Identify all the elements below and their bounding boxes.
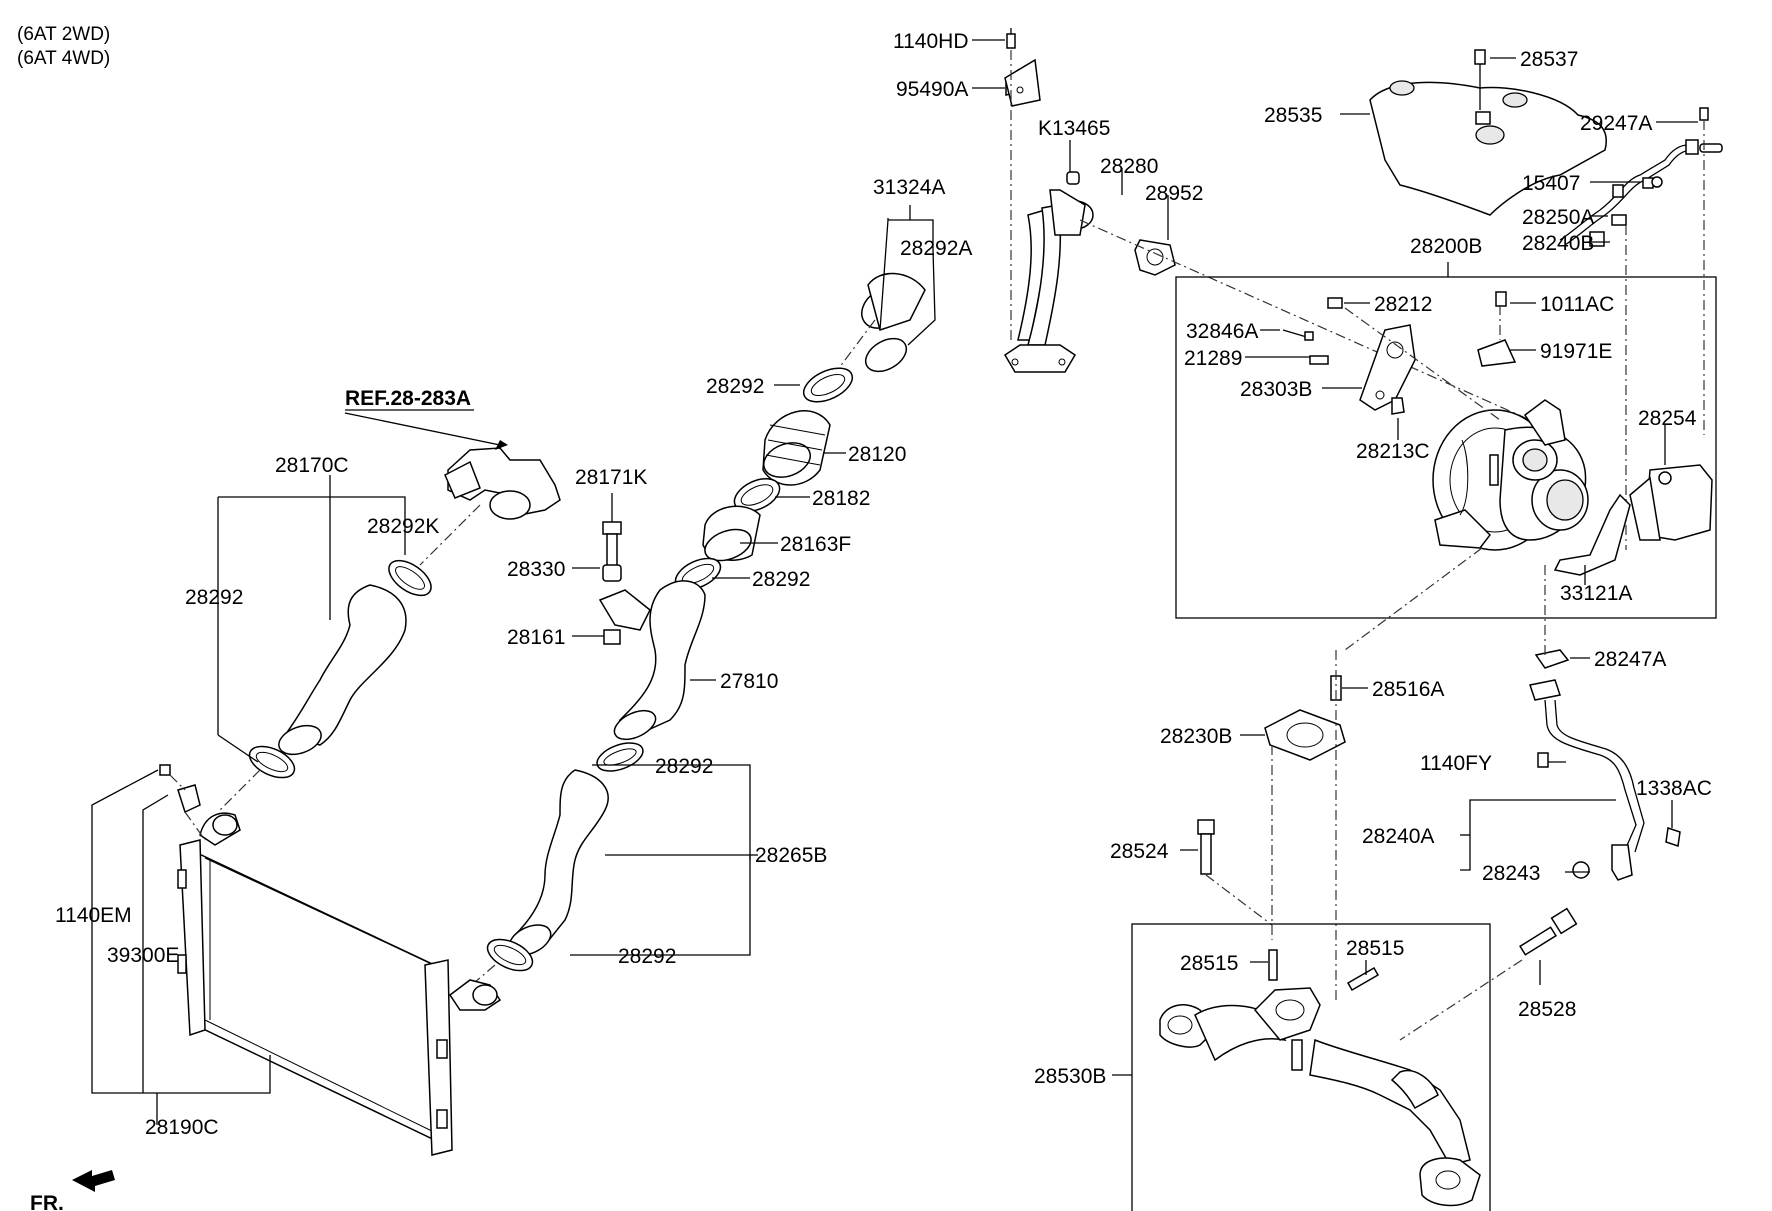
label-28163F: 28163F <box>780 533 851 556</box>
hose-28120 <box>762 410 831 486</box>
label-28530B: 28530B <box>1034 1065 1106 1088</box>
bolt-28524 <box>1197 819 1215 875</box>
label-28171K: 28171K <box>575 466 647 489</box>
label-28952: 28952 <box>1145 182 1203 205</box>
label-28161: 28161 <box>507 626 565 649</box>
throttle-body-ref <box>444 447 561 520</box>
clamp-28292K <box>388 559 432 597</box>
hose-28170C <box>278 584 407 756</box>
label-28524: 28524 <box>1110 840 1169 863</box>
label-31324A: 31324A <box>873 176 945 199</box>
label-28265B: 28265B <box>755 844 827 867</box>
exhaust-pipe-box <box>1131 923 1491 1211</box>
label-28190C: 28190C <box>145 1116 219 1139</box>
egr-pipe-28240A <box>1529 649 1681 881</box>
actuator-28254 <box>1629 464 1713 541</box>
label-28535: 28535 <box>1264 104 1322 127</box>
label-28330: 28330 <box>507 558 565 581</box>
small-hardware-turbo <box>1282 291 1517 415</box>
ref-label: REF.28-283A <box>345 387 471 410</box>
sensor-39300E <box>159 764 201 814</box>
label-29247A: 29247A <box>1580 112 1652 135</box>
label-28170C: 28170C <box>275 454 349 477</box>
front-arrow-icon <box>72 1170 115 1192</box>
label-28292A: 28292A <box>900 237 972 260</box>
label-28292-3: 28292 <box>185 586 243 609</box>
clamp-28292-lower <box>596 742 644 772</box>
label-1140EM: 1140EM <box>55 904 132 927</box>
label-15407: 15407 <box>1522 172 1580 195</box>
label-28243: 28243 <box>1482 862 1540 885</box>
label-33121A: 33121A <box>1560 582 1632 605</box>
hose-31324A-28292A <box>861 272 926 373</box>
bracket-33121A <box>1553 493 1631 576</box>
turbocharger-28200B <box>1432 399 1589 551</box>
label-28516A: 28516A <box>1372 678 1444 701</box>
bracket-28330-28161 <box>598 589 651 645</box>
gasket-28230B <box>1264 709 1346 761</box>
hose-28265B <box>508 769 609 956</box>
clamp-28292-top <box>802 367 854 403</box>
exhaust-pipe-28530B <box>1159 949 1481 1207</box>
label-39300E: 39300E <box>107 944 179 967</box>
label-28247A: 28247A <box>1594 648 1666 671</box>
intercooler-28190C <box>177 812 502 1156</box>
label-28182: 28182 <box>812 487 870 510</box>
label-28213C: 28213C <box>1356 440 1430 463</box>
label-28292-5: 28292 <box>618 945 676 968</box>
label-28254: 28254 <box>1638 407 1697 430</box>
sleeve-28163F <box>702 505 761 562</box>
label-27810: 27810 <box>720 670 778 693</box>
label-K13465: K13465 <box>1038 117 1110 140</box>
label-28212: 28212 <box>1374 293 1432 316</box>
label-28292-1: 28292 <box>706 375 764 398</box>
clamp-28292-bottom <box>486 938 534 972</box>
oil-feed-line-29247A <box>1559 107 1723 247</box>
leader-lines <box>91 39 1698 1125</box>
gasket-28952 <box>1134 239 1176 276</box>
clamp-28182 <box>733 478 781 512</box>
label-21289: 21289 <box>1184 347 1242 370</box>
label-28515-right: 28515 <box>1346 937 1404 960</box>
exhaust-bracket-assembly <box>1004 28 1041 107</box>
label-28120: 28120 <box>848 443 906 466</box>
label-28528: 28528 <box>1518 998 1576 1021</box>
turbo-assembly-box <box>1175 276 1717 619</box>
exhaust-pipe-28280 <box>1003 171 1094 373</box>
label-1140FY: 1140FY <box>1420 752 1492 775</box>
label-1338AC: 1338AC <box>1636 777 1712 800</box>
clamp-28292-left <box>248 745 296 779</box>
label-28240A: 28240A <box>1362 825 1434 848</box>
hose-27810 <box>613 580 706 741</box>
model-note-4wd: (6AT 4WD) <box>17 48 110 69</box>
label-28537: 28537 <box>1520 48 1578 71</box>
heat-shield-28535 <box>1369 49 1607 216</box>
label-28292-4: 28292 <box>655 755 713 778</box>
label-1140HD: 1140HD <box>893 30 969 53</box>
label-91971E: 91971E <box>1540 340 1612 363</box>
bolt-28528 <box>1519 907 1578 956</box>
ref-arrow <box>495 440 508 450</box>
front-label: FR. <box>30 1192 64 1211</box>
label-28292-2: 28292 <box>752 568 810 591</box>
label-28200B: 28200B <box>1410 235 1482 258</box>
label-28515-left: 28515 <box>1180 952 1238 975</box>
model-note-2wd: (6AT 2WD) <box>17 24 110 45</box>
label-28280: 28280 <box>1100 155 1158 178</box>
label-32846A: 32846A <box>1186 320 1258 343</box>
label-95490A: 95490A <box>896 78 968 101</box>
label-28240B: 28240B <box>1522 232 1594 255</box>
label-28230B: 28230B <box>1160 725 1232 748</box>
turbo-bracket-28303B <box>1359 324 1416 411</box>
front-indicator: FR. <box>30 1170 115 1211</box>
label-28292K: 28292K <box>367 515 439 538</box>
label-28250A: 28250A <box>1522 206 1594 229</box>
label-28303B: 28303B <box>1240 378 1312 401</box>
bolt-28171K <box>602 521 622 582</box>
part-labels: 1140HD 95490A K13465 28280 28952 28537 2… <box>55 30 1712 1139</box>
label-1011AC: 1011AC <box>1540 293 1614 316</box>
